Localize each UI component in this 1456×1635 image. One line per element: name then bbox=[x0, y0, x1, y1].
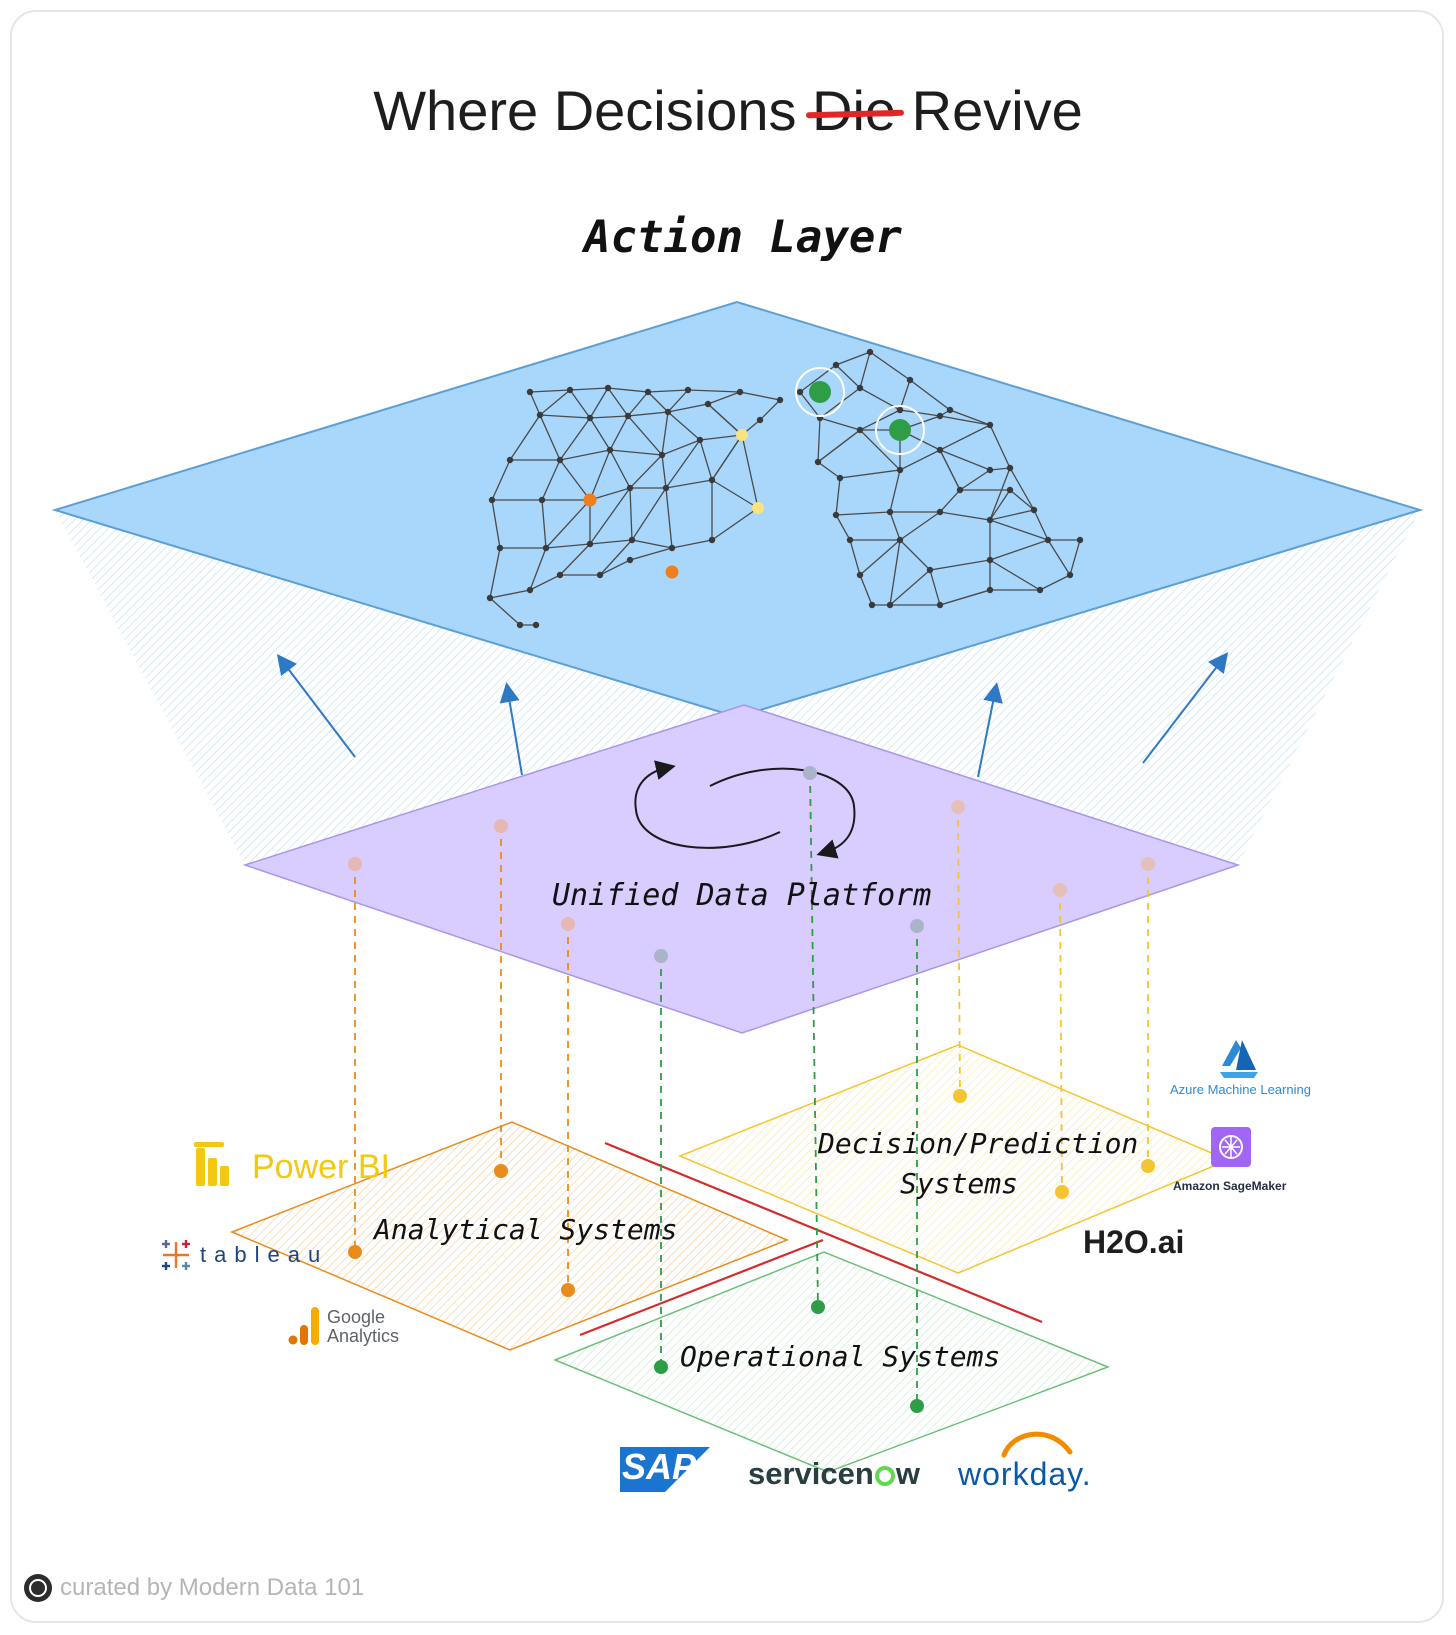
powerbi-logo-text: Power BI bbox=[252, 1148, 390, 1186]
sap-logo-text: SAP bbox=[622, 1446, 697, 1487]
decision-label-line2: Systems bbox=[900, 1167, 1019, 1200]
platform-layer-plane bbox=[242, 704, 1241, 1034]
highlighted-nodes bbox=[583, 367, 925, 579]
powerbi-icon bbox=[194, 1142, 229, 1186]
footer: curated by Modern Data 101 bbox=[24, 1574, 364, 1602]
ga-line2: Analytics bbox=[327, 1326, 400, 1346]
title-part2: Revive bbox=[911, 79, 1083, 142]
system-dots bbox=[348, 1089, 1155, 1413]
servicenow-logo-text: servicen w bbox=[748, 1456, 920, 1492]
globe-icon bbox=[24, 1574, 52, 1602]
servicenow-o-icon bbox=[874, 1466, 895, 1486]
sagemaker-icon bbox=[1211, 1127, 1251, 1167]
page-title: Where Decisions Die Revive bbox=[0, 78, 1456, 143]
title-part1: Where Decisions bbox=[373, 79, 797, 142]
servicenow-part-a: servicen bbox=[748, 1456, 874, 1491]
sap-logo-shape bbox=[620, 1447, 710, 1492]
h2o-logo-text: H2O.ai bbox=[1083, 1224, 1185, 1260]
divider-lines bbox=[579, 1141, 1043, 1337]
sagemaker-logo-text: Amazon SageMaker bbox=[1173, 1179, 1287, 1193]
connectors-analytical bbox=[354, 826, 569, 1290]
azure-ml-logo-text: Azure Machine Learning bbox=[1170, 1082, 1311, 1097]
azure-ml-icon bbox=[1220, 1040, 1258, 1078]
workday-arc-icon bbox=[1001, 1431, 1073, 1458]
decision-label-line1: Decision/Prediction bbox=[818, 1127, 1139, 1160]
footer-text: curated by Modern Data 101 bbox=[60, 1574, 365, 1601]
cycle-arrows bbox=[634, 760, 856, 859]
title-struck-word: Die bbox=[812, 79, 897, 142]
action-layer-label: Action Layer bbox=[584, 212, 902, 263]
tableau-icon bbox=[162, 1240, 190, 1270]
workday-logo-text: workday. bbox=[958, 1456, 1092, 1492]
connectors-operational bbox=[660, 772, 918, 1406]
operational-label: Operational Systems bbox=[680, 1340, 1001, 1373]
azure-brand: Azure bbox=[1170, 1082, 1204, 1097]
servicenow-part-b: w bbox=[895, 1456, 920, 1491]
google-analytics-icon bbox=[288, 1307, 319, 1345]
platform-dots bbox=[348, 766, 1155, 963]
azure-rest: Machine Learning bbox=[1207, 1082, 1311, 1097]
connectors-decision bbox=[957, 806, 1149, 1193]
google-analytics-logo-text: Google Analytics bbox=[327, 1308, 399, 1346]
action-layer-plane bbox=[51, 300, 1424, 719]
platform-label: Unified Data Platform bbox=[552, 878, 932, 913]
upward-arrows bbox=[276, 652, 1229, 778]
operational-plane bbox=[553, 1251, 1111, 1473]
analytical-label: Analytical Systems bbox=[374, 1213, 678, 1246]
ga-line1: Google bbox=[327, 1307, 386, 1327]
analytical-plane bbox=[230, 1121, 789, 1351]
tableau-logo-text: tableau bbox=[200, 1242, 329, 1267]
